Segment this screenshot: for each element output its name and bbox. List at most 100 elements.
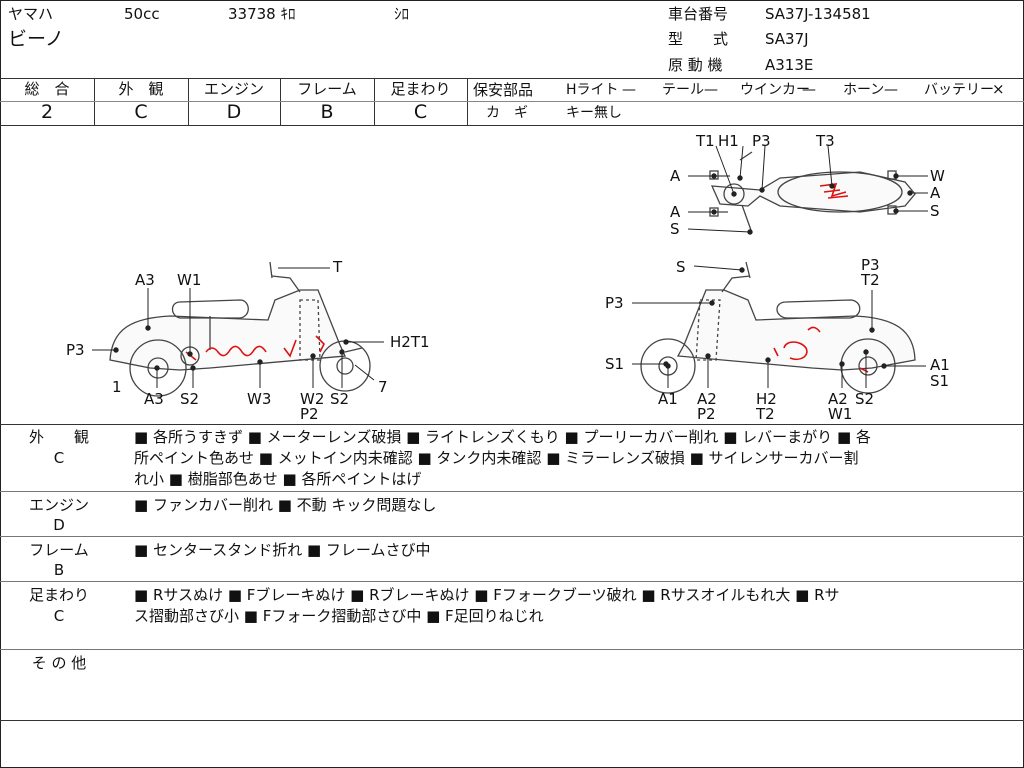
label-h1: H1 [718,132,739,150]
divider [0,101,467,102]
maker: ヤマハ [8,5,54,23]
divider [0,491,1024,492]
damage-mark [283,339,297,358]
engine-notes: ■ ファンカバー削れ ■ 不動 キック問題なし [134,495,1014,516]
overall-grade-label: 総 合 [24,80,70,98]
label-t3: T3 [815,132,835,150]
part-status: — [884,82,898,98]
frame-grade: B [53,561,65,579]
suspension-grade: C [413,101,428,123]
engine-label: 原 動 機 [668,56,723,74]
damage-mark [859,367,869,373]
safety-parts-label: 保安部品 [473,81,534,99]
label-s: S [930,202,940,220]
frame-notes: ■ センタースタンド折れ ■ フレームさび中 [134,540,1014,561]
divider [0,720,1024,721]
part-name: ホーン [843,82,885,98]
label-a2: A2 [697,390,717,408]
label-p2: P2 [300,405,319,423]
note-line: れ小 ■ 樹脂部色あせ ■ 各所ペイントはげ [134,470,422,488]
label-a2: A2 [828,390,848,408]
damage-mark [315,335,325,353]
frame-grade-label: フレーム [297,80,357,98]
frame-label: フレーム [29,541,89,559]
label-w2: W2 [300,390,324,408]
exterior-label: 外 観 [28,428,89,446]
part-status: — [622,82,636,98]
overall-grade: 2 [40,101,54,123]
part-name: Hライト [566,82,619,98]
engine-grade: D [53,516,65,534]
label-p3: P3 [66,341,85,359]
label-w1: W1 [828,405,852,423]
exterior-grade: C [134,101,148,123]
label-t2: T2 [755,405,775,423]
label-h2: H2 [756,390,777,408]
label-a1: A1 [658,390,678,408]
type-label: 型 式 [668,30,729,48]
label-w1: W1 [177,271,201,289]
type-value: SA37J [765,30,809,48]
divider [0,536,1024,537]
label-s: S [676,258,686,276]
leader-lines [92,145,928,388]
engine-grade-label: エンジン [203,80,264,98]
damage-diagram: T1 H1 P3 T3 A A S W A S T A3 W1 P3 H2T1 … [66,132,950,423]
label-a3: A3 [144,390,164,408]
divider [467,101,1024,102]
label-a1: A1 [930,356,950,374]
label-a: A [670,167,681,185]
label-w: W [930,167,945,185]
label-p3: P3 [605,294,624,312]
frame-grade: B [320,101,334,123]
part-status: — [704,82,718,98]
engine-grade: D [226,101,242,123]
label-s1: S1 [930,372,949,390]
label-a: A [670,203,681,221]
damage-mark [205,345,267,357]
note-line: ■ 各所うすきず ■ メーターレンズ破損 ■ ライトレンズくもり ■ プーリーカ… [134,428,871,446]
label-s1: S1 [605,355,624,373]
note-line: 所ペイント色あせ ■ メットイン内未確認 ■ タンク内未確認 ■ ミラーレンズ破… [134,449,859,467]
suspension-grade: C [53,607,65,625]
divider [0,125,1024,126]
part-status: — [802,82,816,98]
label-p3: P3 [752,132,771,150]
note-line: ス摺動部さび小 ■ Fフォーク摺動部さび中 ■ F足回りねじれ [134,607,544,625]
label-a3: A3 [135,271,155,289]
note-line: ■ Rサスぬけ ■ Fブレーキぬけ ■ Rブレーキぬけ ■ Fフォークブーツ破れ… [134,586,840,604]
key-label: カ ギ [486,105,528,121]
label-t1: T1 [695,132,715,150]
label-1: 1 [112,378,122,396]
note-line: ■ センタースタンド折れ ■ フレームさび中 [134,541,431,559]
part-name: バッテリー [924,82,994,98]
label-h2t1: H2T1 [390,333,430,351]
other-label: そ の 他 [31,654,87,672]
label-7: 7 [378,378,388,396]
scooter-top-view [709,151,916,234]
label-p3: P3 [861,256,880,274]
label-s: S [670,220,680,238]
label-t2: T2 [860,271,880,289]
label-a: A [930,184,941,202]
diagram-labels: T1 H1 P3 T3 A A S W A S T A3 W1 P3 H2T1 … [66,132,950,423]
label-p2: P2 [697,405,716,423]
damage-mark [773,347,779,357]
mileage: 33738 ｷﾛ [228,5,296,23]
divider [0,581,1024,582]
engine-label: エンジン [28,496,89,514]
suspension-label: 足まわり [28,586,89,604]
model-name: ビーノ [8,28,64,50]
divider [0,649,1024,650]
divider [0,78,1024,79]
label-w3: W3 [247,390,271,408]
divider [0,424,1024,425]
damage-mark [783,341,808,361]
displacement: 50cc [124,5,160,23]
label-t: T [332,258,343,276]
engine-model: A313E [765,56,814,74]
damage-mark [819,183,849,199]
frame-no-label: 車台番号 [668,5,729,23]
label-s2: S2 [180,390,199,408]
label-s2: S2 [330,390,349,408]
